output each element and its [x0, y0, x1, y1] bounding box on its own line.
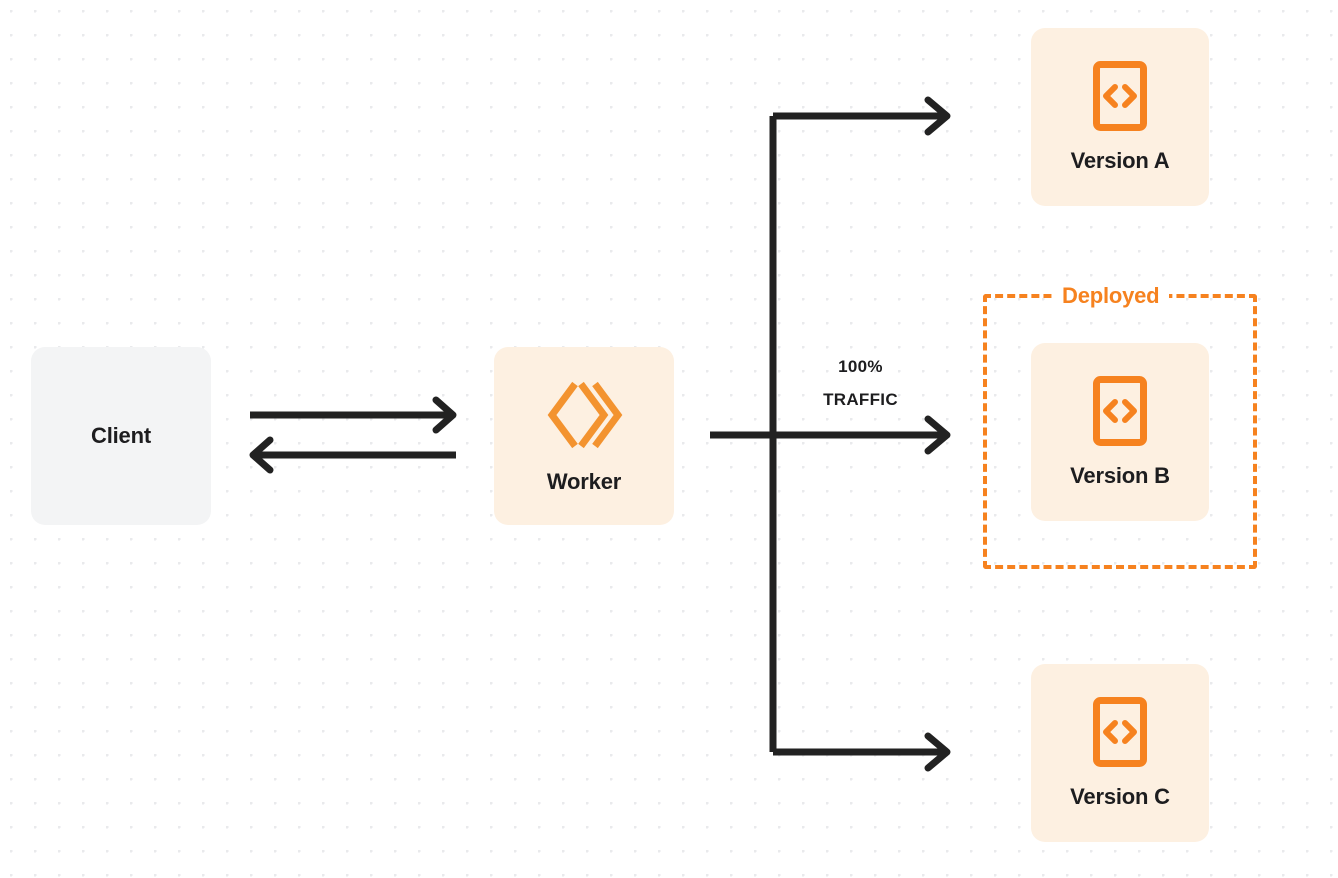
node-client[interactable]: Client	[31, 347, 211, 525]
traffic-percent: 100%	[838, 357, 883, 376]
code-brackets-icon	[1093, 61, 1147, 131]
traffic-word: TRAFFIC	[823, 390, 898, 409]
arrow-to-version-b	[710, 415, 951, 455]
node-version-c[interactable]: Version C	[1031, 664, 1209, 842]
node-worker-label: Worker	[546, 469, 622, 494]
deployed-badge: Deployed	[1052, 283, 1170, 309]
workers-logo-icon	[547, 381, 623, 449]
arrow-to-version-a	[773, 96, 951, 136]
node-version-a[interactable]: Version A	[1031, 28, 1209, 206]
code-brackets-icon	[1093, 697, 1147, 767]
node-client-label: Client	[91, 423, 151, 448]
node-worker[interactable]: Worker	[494, 347, 674, 525]
node-version-a-label: Version A	[1070, 148, 1170, 173]
code-brackets-icon	[1093, 376, 1147, 446]
node-version-b-label: Version B	[1070, 463, 1170, 488]
arrow-client-to-worker	[250, 396, 457, 434]
arrow-to-version-c	[773, 732, 951, 772]
arrow-worker-to-client	[249, 436, 456, 474]
node-version-c-label: Version C	[1070, 784, 1170, 809]
node-version-b[interactable]: Version B	[1031, 343, 1209, 521]
traffic-label: 100% TRAFFIC	[783, 350, 938, 416]
